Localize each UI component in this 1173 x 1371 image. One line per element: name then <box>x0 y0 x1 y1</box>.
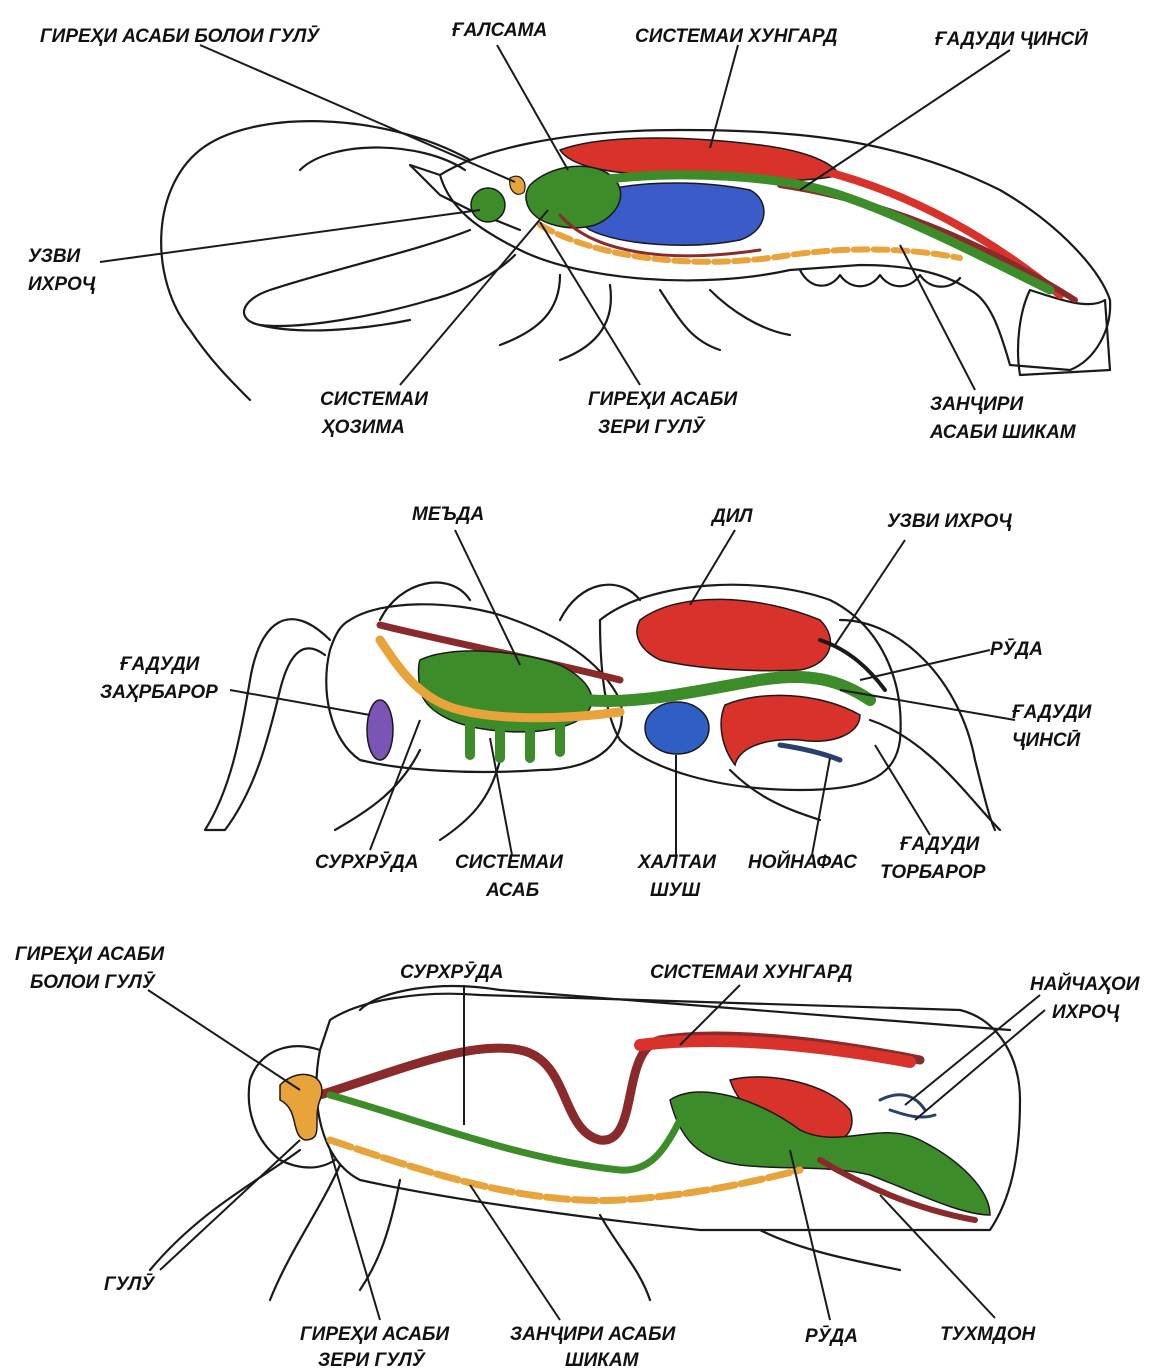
spider-leg-front <box>205 619 330 830</box>
crayfish-leader-stomach <box>497 45 568 170</box>
spider-label-sex-gland-2: ҶИНСӢ <box>1012 730 1081 751</box>
crayfish-tail-fan <box>1018 290 1110 375</box>
insect-leader-nerve-chain <box>470 1185 560 1320</box>
spider-label-nervous-1: СИСТЕМАИ <box>455 852 563 873</box>
spider-leader-intestine <box>860 650 990 680</box>
insect-label-intestine: РӮДА <box>805 1326 858 1347</box>
spider-leg-under-1 <box>335 750 420 830</box>
crayfish-leg-1 <box>500 275 560 345</box>
spider-label-esophagus: СУРХРӮДА <box>315 852 418 873</box>
insect-label-lower-ganglion-2: ЗЕРИ ГУЛӮ <box>318 1350 427 1371</box>
spider-lung-sac <box>645 702 709 754</box>
crayfish-label-excretory-2: ИХРОҶ <box>28 274 96 295</box>
insect-leader-intestine <box>790 1150 830 1320</box>
spider-trachea <box>780 745 840 760</box>
insect-label-excretory-1: НАЙЧАҲОИ <box>1030 973 1140 995</box>
spider-leader-poison <box>230 690 370 715</box>
insect-leader-upper-ganglion <box>148 990 300 1090</box>
spider-leader-heart <box>690 530 735 605</box>
insect-panel: ГИРЕҲИ АСАБИ БОЛОИ ГУЛӮ СУРХРӮДА СИСТЕМА… <box>15 944 1140 1371</box>
insect-label-ovary: ТУХМДОН <box>940 1324 1036 1345</box>
crayfish-label-digestive-2: ҲОЗИМА <box>321 417 405 438</box>
crayfish-head-organ <box>471 188 505 222</box>
spider-panel: МЕЪДА ДИЛ УЗВИ ИХРОҶ РӮДА ҒАДУДИ ҶИНСӢ Ғ… <box>100 504 1092 901</box>
crayfish-leader-digestive <box>400 210 548 385</box>
insect-label-esophagus: СУРХРӮДА <box>400 962 503 983</box>
insect-label-circulatory: СИСТЕМАИ ХУНГАРД <box>650 962 853 983</box>
insect-leg-4 <box>600 1215 650 1300</box>
spider-label-web-1: ҒАДУДИ <box>900 834 980 855</box>
spider-label-lung-1: ХАЛТАИ <box>637 852 716 873</box>
crayfish-leader-upper-ganglion <box>200 45 515 182</box>
spider-poison-gland <box>367 700 393 760</box>
insect-leader-throat <box>160 1140 300 1270</box>
crayfish-label-stomach: ҒАЛСАМА <box>452 20 547 41</box>
crayfish-leader-excretory <box>100 210 480 262</box>
crayfish-panel: ГИРЕҲИ АСАБИ БОЛОИ ГУЛӮ ҒАЛСАМА СИСТЕМАИ… <box>28 20 1110 443</box>
insect-brain <box>280 1074 322 1140</box>
insect-label-excretory-2: ИХРОҶ <box>1052 1002 1120 1023</box>
spider-label-web-2: ТОРБАРОР <box>880 862 986 883</box>
crayfish-label-circulatory: СИСТЕМАИ ХУНГАРД <box>635 26 838 47</box>
spider-label-sex-gland-1: ҒАДУДИ <box>1012 702 1092 723</box>
spider-label-poison-1: ҒАДУДИ <box>120 654 200 675</box>
spider-intestine <box>585 677 870 701</box>
crayfish-antennule <box>300 148 465 171</box>
crayfish-label-lower-ganglion-2: ЗЕРИ ГУЛӮ <box>598 417 707 438</box>
spider-leg-back-2 <box>870 720 1000 830</box>
insect-leg-5 <box>760 1230 900 1270</box>
insect-label-throat: ГУЛӮ <box>104 1274 156 1295</box>
spider-leader-excretory <box>835 540 905 645</box>
spider-heart-lower <box>721 695 860 765</box>
spider-leg-front-2 <box>380 583 470 620</box>
insect-label-nerve-chain-1: ЗАНҶИРИ АСАБИ <box>510 1324 676 1345</box>
spider-label-nervous-2: АСАБ <box>485 880 539 901</box>
crayfish-swimmerets <box>800 270 960 287</box>
crayfish-label-nerve-chain-1: ЗАНҶИРИ <box>930 394 1023 415</box>
insect-leader-excretory-2 <box>915 1010 1045 1120</box>
crayfish-label-excretory-1: УЗВИ <box>28 246 81 267</box>
crayfish-upper-ganglion <box>510 176 525 194</box>
insect-label-lower-ganglion-1: ГИРЕҲИ АСАБИ <box>300 1324 449 1345</box>
spider-label-intestine: РӮДА <box>990 639 1043 660</box>
insect-label-nerve-chain-2: ШИКАМ <box>565 1350 640 1371</box>
crayfish-leader-nerve-chain <box>900 245 975 390</box>
spider-leader-sex-gland <box>840 690 1015 720</box>
crayfish-label-sex-gland: ҒАДУДИ ҶИНСӢ <box>935 29 1088 50</box>
insect-label-upper-ganglion-1: ГИРЕҲИ АСАБИ <box>15 944 164 965</box>
spider-label-brain: МЕЪДА <box>412 504 484 525</box>
spider-label-lung-2: ШУШ <box>650 880 700 901</box>
spider-label-excretory: УЗВИ ИХРОҶ <box>887 511 1012 532</box>
insect-leader-lower-ganglion <box>330 1150 380 1320</box>
crayfish-label-lower-ganglion-1: ГИРЕҲИ АСАБИ <box>588 389 737 410</box>
insect-excretory-tubes <box>880 1095 935 1117</box>
spider-leader-web <box>875 745 930 835</box>
spider-label-heart: ДИЛ <box>710 506 753 527</box>
crayfish-leg-3 <box>660 290 720 350</box>
insect-label-upper-ganglion-2: БОЛОИ ГУЛӮ <box>30 972 157 993</box>
crayfish-leader-sex-gland <box>800 50 1010 190</box>
crayfish-claw <box>244 230 515 326</box>
spider-label-trachea: НОЙНАФАС <box>748 851 857 873</box>
insect-leg-2 <box>270 1165 340 1300</box>
spider-leg-under-3 <box>730 770 820 820</box>
spider-heart <box>637 599 830 670</box>
crayfish-leg-4 <box>710 290 790 335</box>
crayfish-label-digestive-1: СИСТЕМАИ <box>320 389 428 410</box>
crayfish-label-nerve-chain-2: АСАБИ ШИКАМ <box>929 422 1077 443</box>
crayfish-label-upper-ganglion: ГИРЕҲИ АСАБИ БОЛОИ ГУЛӮ <box>40 26 321 47</box>
crayfish-leader-circulatory <box>710 45 738 148</box>
spider-label-poison-2: ЗАҲРБАРОР <box>100 682 218 703</box>
spider-leader-trachea <box>812 758 830 855</box>
